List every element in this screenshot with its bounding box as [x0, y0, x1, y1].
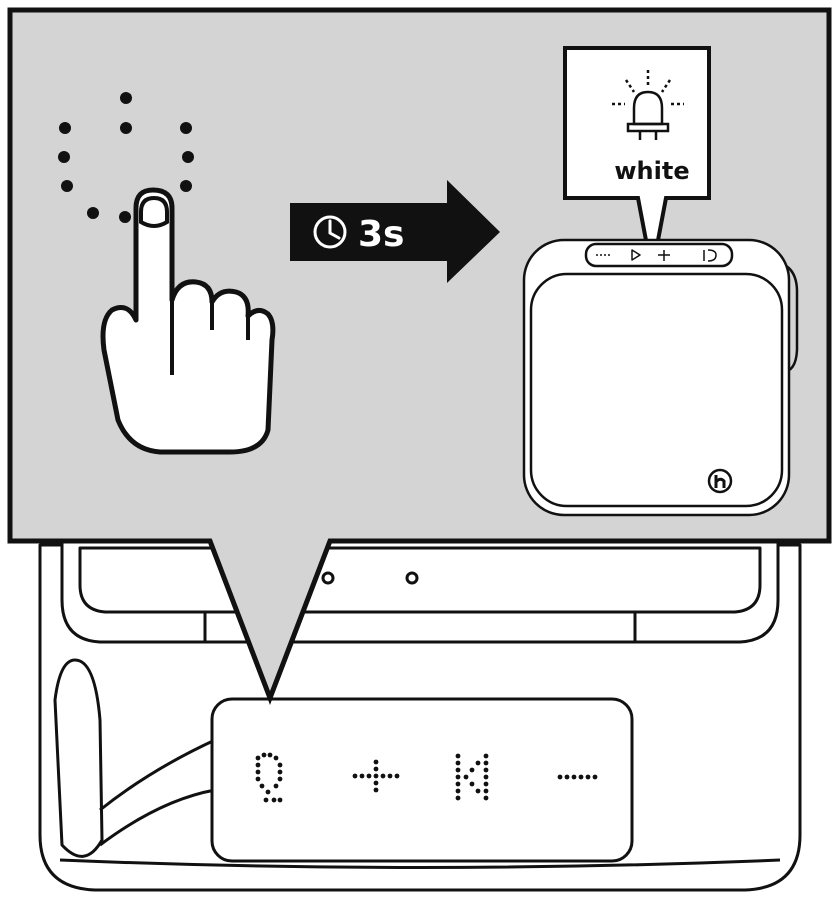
arrow-right-icon [290, 180, 500, 283]
led-light-icon [612, 70, 684, 140]
brand-logo-icon [707, 468, 733, 494]
duration-label: 3s [358, 214, 404, 255]
play-pause-icon [255, 752, 283, 803]
speaker-device-small [522, 238, 799, 517]
power-button-icon [58, 92, 194, 223]
duration-arrow: 3s [290, 180, 500, 283]
finger-press-icon [100, 187, 276, 455]
led-callout: white [563, 46, 711, 273]
control-panel [210, 697, 634, 863]
led-color-label: white [614, 157, 689, 185]
clock-icon [313, 215, 347, 249]
volume-down-icon [557, 774, 598, 780]
small-strip-icons [596, 249, 717, 262]
control-panel-surface [210, 697, 634, 863]
next-track-icon [455, 753, 489, 801]
volume-up-icon [352, 759, 400, 793]
